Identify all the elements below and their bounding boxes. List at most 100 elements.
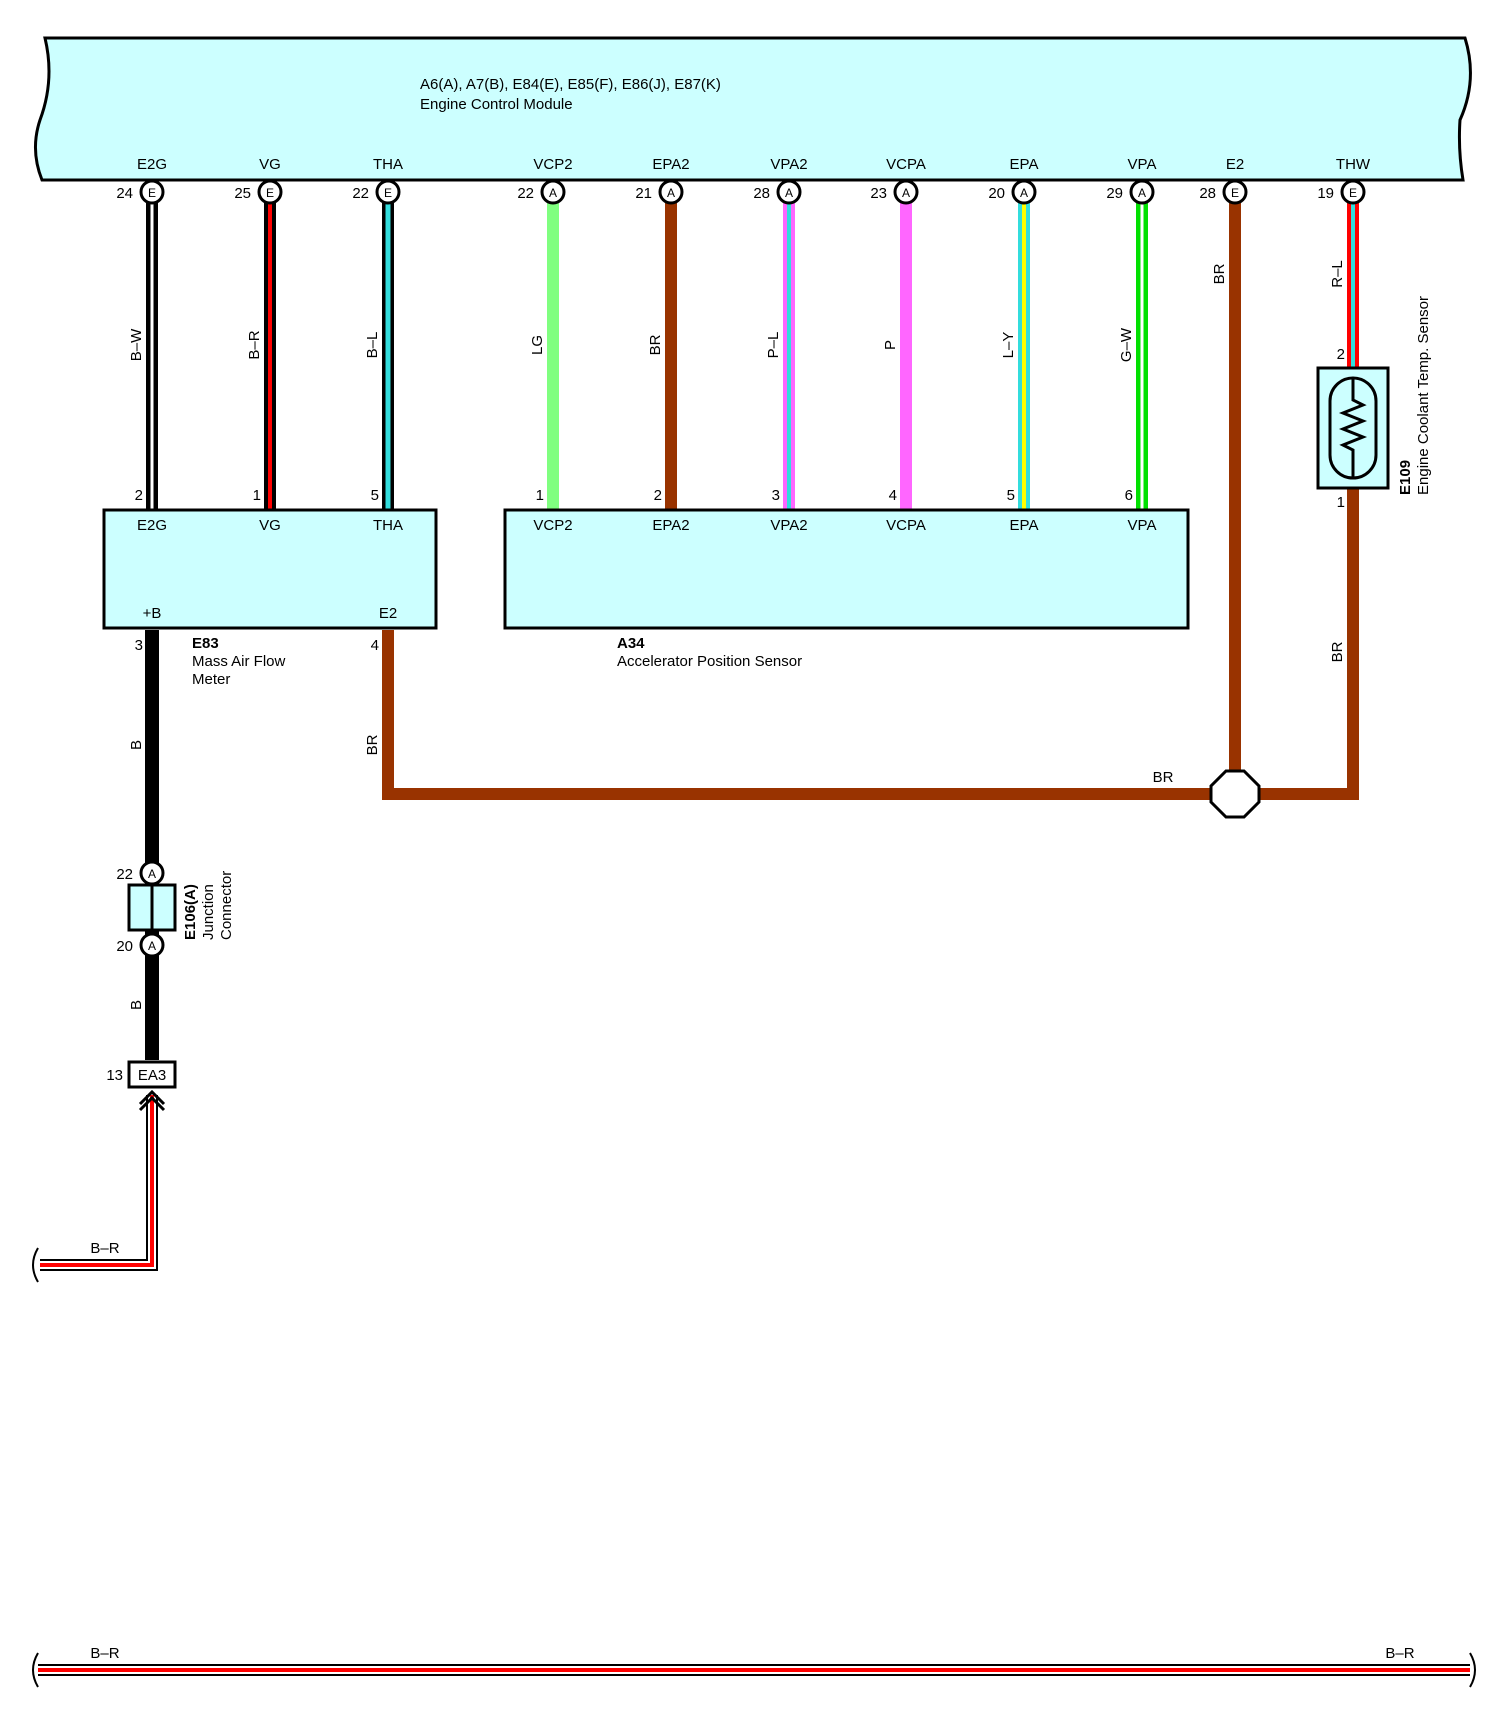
maf-pin-tha: 5	[371, 487, 379, 504]
ecm-connector-e2: E 28	[1199, 179, 1248, 205]
wire-lower-br	[40, 1095, 158, 1271]
ecm-code: A6(A), A7(B), E84(E), E85(F), E86(J), E8…	[420, 76, 721, 93]
break-mark-bottom-right	[1469, 1652, 1476, 1688]
engine-coolant-temp-sensor: 2 1 E109 Engine Coolant Temp. Sensor	[1316, 296, 1432, 511]
svg-text:21: 21	[635, 185, 652, 202]
svg-text:A: A	[785, 186, 793, 200]
break-mark-lower-left	[32, 1247, 39, 1283]
wire-label-bottom-left: B–R	[90, 1645, 119, 1662]
ecm-name: Engine Control Module	[420, 96, 573, 113]
svg-text:A: A	[148, 867, 156, 881]
wire-label-vpa: G–W	[1118, 327, 1135, 362]
wire-label-tha: B–L	[364, 332, 381, 359]
aps-pin-vpa2: 3	[772, 487, 780, 504]
aps-terminal-vcp2: VCP2	[533, 517, 572, 534]
maf-pin-e2g: 2	[135, 487, 143, 504]
ecm-terminal-vcpa: VCPA	[886, 156, 926, 173]
svg-text:25: 25	[234, 185, 251, 202]
maf-terminal-vg: VG	[259, 517, 281, 534]
ea3-pin: 13	[106, 1067, 123, 1084]
aps-pin-vcpa: 4	[889, 487, 897, 504]
svg-text:A: A	[902, 186, 910, 200]
ecm-connector-vpa2: A 28	[753, 179, 802, 205]
ecm-connector-epa: A 20	[988, 179, 1037, 205]
svg-text:28: 28	[753, 185, 770, 202]
svg-text:A: A	[549, 186, 557, 200]
wire-labels: B–W B–R B–L LG BR P–L P L–Y G–W BR R–L B…	[90, 260, 1414, 1662]
svg-text:E: E	[1349, 186, 1357, 200]
svg-text:20: 20	[988, 185, 1005, 202]
svg-text:28: 28	[1199, 185, 1216, 202]
ecm-terminal-vg: VG	[259, 156, 281, 173]
ecm-connector-vg: E 25	[234, 179, 283, 205]
maf-pin-e2: 4	[371, 637, 379, 654]
ea3-connector: EA3 13	[106, 1060, 177, 1112]
maf-box	[102, 508, 438, 630]
wire-label-maf-b-bottom: B	[128, 1000, 145, 1010]
svg-text:E: E	[266, 186, 274, 200]
junction-connector-bottom	[139, 932, 165, 958]
ecm-connector-epa2: A 21	[635, 179, 684, 205]
maf-pin-vg: 1	[253, 487, 261, 504]
maf-meter: E2G VG THA 2 1 5 +B E2 3 4 E83 Mass Air …	[102, 487, 438, 688]
ecm-terminal-e2: E2	[1226, 156, 1244, 173]
svg-text:A: A	[1020, 186, 1028, 200]
svg-text:22: 22	[517, 185, 534, 202]
wire-label-vg: B–R	[246, 330, 263, 359]
accelerator-position-sensor: VCP2 EPA2 VPA2 VCPA EPA VPA 1 2 3 4 5 6 …	[503, 487, 1190, 670]
ecm-connector-e2g: E 24	[116, 179, 165, 205]
aps-box	[503, 508, 1190, 630]
ecm-terminal-tha: THA	[373, 156, 403, 173]
wire-label-vcpa: P	[882, 340, 899, 350]
aps-terminal-vpa2: VPA2	[770, 517, 807, 534]
svg-text:E: E	[148, 186, 156, 200]
maf-terminal-e2g: E2G	[137, 517, 167, 534]
chevron-up-icon	[138, 1089, 166, 1106]
ecm-terminals: E2G VG THA VCP2 EPA2 VPA2 VCPA EPA VPA E…	[137, 156, 1371, 173]
svg-text:29: 29	[1106, 185, 1123, 202]
wire-label-vcp2: LG	[529, 335, 546, 355]
ecm-connector-tha: E 22	[352, 179, 401, 205]
junction-name-line1: Junction	[200, 884, 217, 940]
wire-label-e2g: B–W	[128, 328, 145, 361]
wire-label-epa2: BR	[647, 334, 664, 355]
wire-label-e2: BR	[1211, 263, 1228, 284]
maf-name-line2: Meter	[192, 671, 230, 688]
ecm-connector-thw: E 19	[1317, 179, 1366, 205]
aps-name: Accelerator Position Sensor	[617, 653, 802, 670]
ecm-terminal-vpa2: VPA2	[770, 156, 807, 173]
junction-pin-bottom: 20	[116, 938, 133, 955]
svg-text:A: A	[148, 939, 156, 953]
svg-text:A: A	[667, 186, 675, 200]
svg-text:19: 19	[1317, 185, 1334, 202]
wire-label-sensor-bottom: BR	[1329, 641, 1346, 662]
ect-pin-top: 2	[1337, 346, 1345, 363]
aps-pin-epa: 5	[1007, 487, 1015, 504]
svg-text:A: A	[1138, 186, 1146, 200]
maf-name-line1: Mass Air Flow	[192, 653, 286, 670]
wire-ground-bus	[382, 630, 1359, 800]
ecm-connector-vcpa: A 23	[870, 179, 919, 205]
aps-terminal-epa2: EPA2	[652, 517, 689, 534]
ea3-box	[127, 1060, 177, 1089]
ea3-label: EA3	[138, 1067, 166, 1084]
wire-label-thw: R–L	[1329, 260, 1346, 288]
aps-code: A34	[617, 635, 645, 652]
break-mark-bottom-left	[32, 1652, 39, 1688]
junction-code: E106(A)	[182, 884, 199, 940]
svg-text:E: E	[384, 186, 392, 200]
wire-label-epa: L–Y	[1000, 332, 1017, 359]
svg-text:22: 22	[352, 185, 369, 202]
maf-terminal-e2: E2	[379, 605, 397, 622]
ecm-connector-vcp2: A 22	[517, 179, 566, 205]
svg-text:E: E	[1231, 186, 1239, 200]
junction-name-line2: Connector	[218, 871, 235, 940]
resistor-icon	[1338, 378, 1368, 478]
svg-text:23: 23	[870, 185, 887, 202]
junction-pin-top: 22	[116, 866, 133, 883]
maf-terminal-tha: THA	[373, 517, 403, 534]
ecm-terminal-vcp2: VCP2	[533, 156, 572, 173]
maf-pin-plusb: 3	[135, 637, 143, 654]
ecm-terminal-thw: THW	[1336, 156, 1371, 173]
junction-connector-top	[139, 860, 165, 886]
